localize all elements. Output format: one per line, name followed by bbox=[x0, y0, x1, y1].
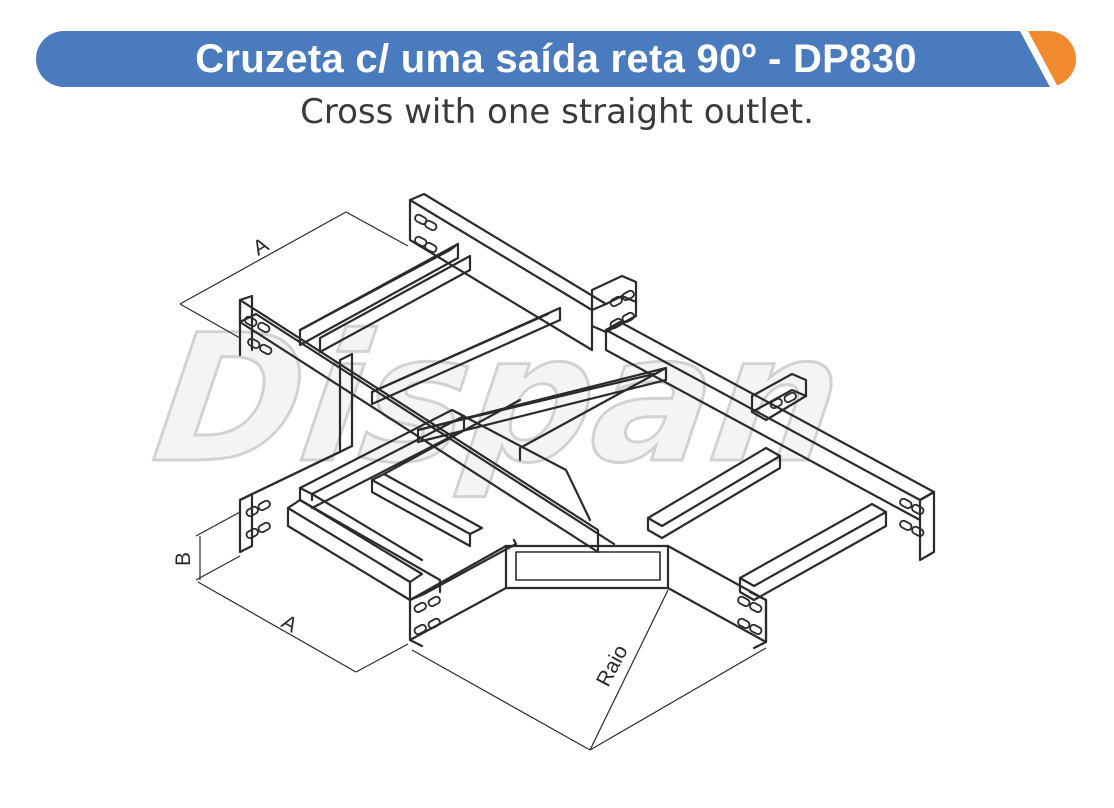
fitting-outline bbox=[238, 192, 936, 650]
outlet-front bbox=[408, 538, 768, 650]
banner-white-divider bbox=[1020, 31, 1058, 87]
title-banner: Cruzeta c/ uma saída reta 90º - DP830 bbox=[36, 31, 1076, 87]
arm-top bbox=[298, 192, 668, 444]
dim-label-a-top: A bbox=[249, 233, 273, 260]
bolt-slots bbox=[244, 213, 925, 636]
dim-label-a-bottom: A bbox=[278, 610, 302, 637]
dim-label-radius: Raio bbox=[592, 641, 633, 690]
arm-left bbox=[238, 352, 592, 602]
dimension-labels: A B A Raio bbox=[172, 233, 633, 690]
dimension-lines bbox=[179, 211, 767, 751]
arm-right bbox=[518, 320, 936, 602]
page-subtitle: Cross with one straight outlet. bbox=[300, 92, 814, 132]
banner-shape bbox=[36, 31, 1076, 87]
banner-blue-bar bbox=[36, 31, 1050, 87]
page-title: Cruzeta c/ uma saída reta 90º - DP830 bbox=[195, 37, 917, 81]
dim-label-b: B bbox=[172, 552, 195, 566]
